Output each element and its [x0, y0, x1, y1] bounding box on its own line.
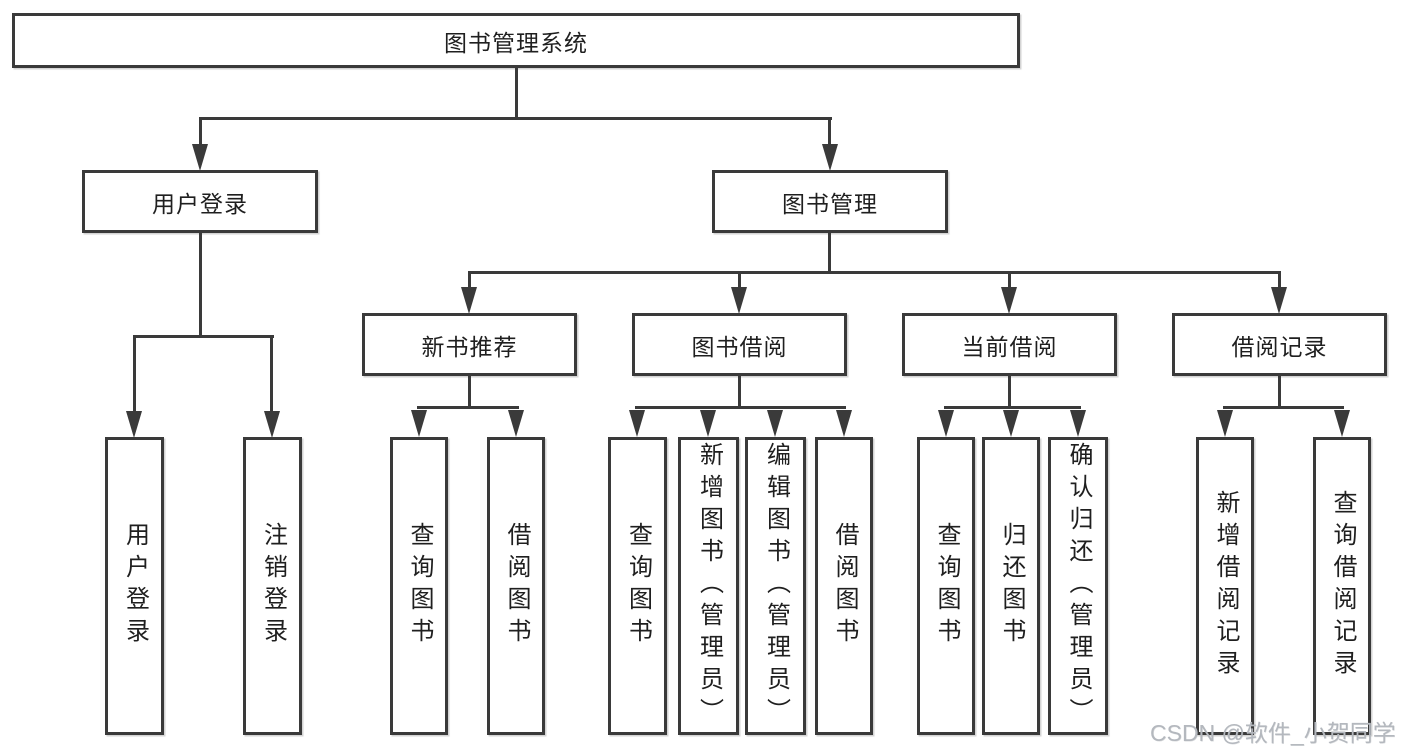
leaf-label: 查询图书	[406, 522, 433, 650]
arrow-down-icon	[461, 287, 477, 314]
node-borrowing-records: 借阅记录	[1172, 313, 1387, 376]
leaf-query-books: 查询图书	[608, 437, 667, 735]
connector	[1223, 406, 1344, 409]
connector	[738, 376, 741, 409]
node-label: 用户登录	[152, 190, 248, 217]
arrow-down-icon	[731, 287, 747, 314]
arrow-down-icon	[700, 410, 716, 437]
node-label: 图书管理	[782, 190, 878, 217]
connector	[468, 271, 1281, 274]
arrow-down-icon	[1001, 287, 1017, 314]
connector	[133, 335, 274, 338]
leaf-label: 编辑图书（管理员）	[762, 442, 790, 730]
leaf-logout: 注销登录	[243, 437, 302, 735]
arrow-down-icon	[1271, 287, 1287, 314]
connector	[1278, 271, 1281, 289]
connector	[199, 117, 202, 147]
arrow-down-icon	[938, 410, 954, 437]
leaf-user-login: 用户登录	[105, 437, 164, 735]
leaf-label: 借阅图书	[831, 522, 858, 650]
leaf-query-borrow-record: 查询借阅记录	[1313, 437, 1371, 735]
arrow-down-icon	[192, 144, 208, 171]
node-label: 新书推荐	[421, 333, 518, 360]
connector	[635, 406, 846, 409]
connector	[468, 271, 471, 289]
connector	[1008, 376, 1011, 409]
node-book-borrowing: 图书借阅	[632, 313, 847, 376]
leaf-edit-book-admin: 编辑图书（管理员）	[745, 437, 806, 735]
node-library-management-system: 图书管理系统	[12, 13, 1020, 68]
node-label: 借阅记录	[1231, 333, 1328, 360]
leaf-return-books: 归还图书	[982, 437, 1040, 735]
leaf-borrow-books: 借阅图书	[815, 437, 873, 735]
leaf-label: 用户登录	[121, 522, 149, 650]
node-book-management: 图书管理	[712, 170, 948, 233]
leaf-label: 确认归还（管理员）	[1065, 442, 1092, 730]
arrow-down-icon	[836, 410, 852, 437]
arrow-down-icon	[411, 410, 427, 437]
connector	[270, 335, 273, 413]
leaf-label: 查询图书	[624, 522, 652, 650]
connector	[1008, 271, 1011, 289]
node-user-login: 用户登录	[82, 170, 318, 233]
leaf-label: 新增图书（管理员）	[695, 442, 723, 730]
connector	[828, 117, 831, 147]
leaf-label: 新增借阅记录	[1212, 490, 1239, 682]
leaf-label: 归还图书	[998, 522, 1025, 650]
arrow-down-icon	[1003, 410, 1019, 437]
arrow-down-icon	[629, 410, 645, 437]
leaf-label: 借阅图书	[503, 522, 530, 650]
connector	[1278, 376, 1281, 409]
connector	[738, 271, 741, 289]
node-label: 当前借阅	[961, 333, 1058, 360]
connector	[944, 406, 1081, 409]
csdn-watermark: CSDN @软件_小贺同学	[1150, 720, 1396, 746]
node-label: 图书管理系统	[444, 29, 588, 56]
arrow-down-icon	[822, 144, 838, 171]
connector	[828, 233, 831, 274]
connector	[515, 68, 518, 120]
leaf-query-books: 查询图书	[390, 437, 448, 735]
leaf-label: 查询借阅记录	[1329, 490, 1356, 682]
leaf-query-books: 查询图书	[917, 437, 975, 735]
arrow-down-icon	[1217, 410, 1233, 437]
arrow-down-icon	[264, 411, 280, 438]
arrow-down-icon	[508, 410, 524, 437]
leaf-label: 注销登录	[259, 522, 287, 650]
connector	[199, 233, 202, 338]
arrow-down-icon	[126, 411, 142, 438]
arrow-down-icon	[767, 410, 783, 437]
leaf-add-book-admin: 新增图书（管理员）	[678, 437, 739, 735]
node-new-book-recommendation: 新书推荐	[362, 313, 577, 376]
arrow-down-icon	[1334, 410, 1350, 437]
leaf-borrow-books: 借阅图书	[487, 437, 545, 735]
connector	[199, 117, 832, 120]
node-current-borrowing: 当前借阅	[902, 313, 1117, 376]
connector	[468, 376, 471, 409]
connector	[417, 406, 519, 409]
leaf-confirm-return-admin: 确认归还（管理员）	[1048, 437, 1108, 735]
connector	[133, 335, 136, 413]
node-label: 图书借阅	[691, 333, 788, 360]
leaf-add-borrow-record: 新增借阅记录	[1196, 437, 1254, 735]
arrow-down-icon	[1070, 410, 1086, 437]
leaf-label: 查询图书	[933, 522, 960, 650]
